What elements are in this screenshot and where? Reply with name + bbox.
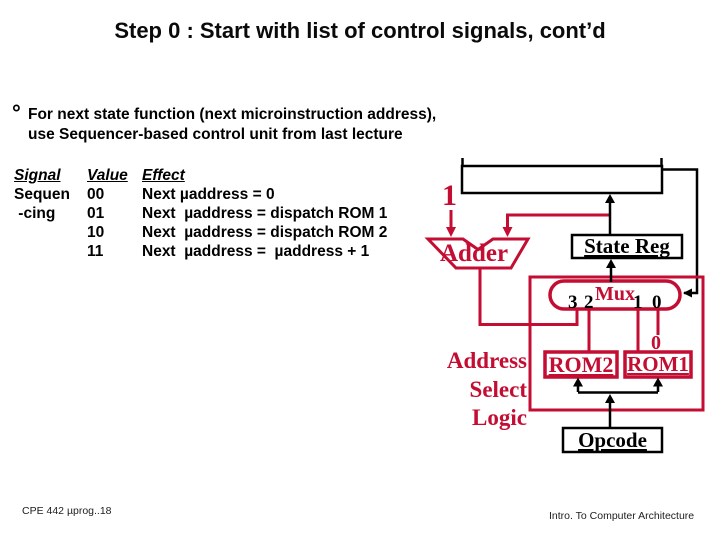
bullet-line-2: use Sequencer-based control unit from la… bbox=[28, 126, 403, 143]
header-effect: Effect bbox=[142, 167, 185, 184]
adder-label: Adder bbox=[440, 240, 509, 267]
signal-table: Signal Value Effect Sequen 00 Next µaddr… bbox=[14, 167, 387, 262]
bullet-line-1: For next state function (next microinstr… bbox=[28, 106, 437, 123]
page-title: Step 0 : Start with list of control sign… bbox=[114, 18, 606, 43]
arrowhead-opcode bbox=[605, 394, 615, 403]
wire-memory-to-mux bbox=[662, 168, 699, 295]
cell-value: 01 bbox=[87, 205, 105, 222]
wire-adder-to-mux bbox=[478, 268, 579, 326]
bullet-icon: ° bbox=[12, 100, 21, 125]
address-select-logic-box bbox=[528, 275, 705, 412]
cell-value: 00 bbox=[87, 186, 105, 203]
cell-value: 10 bbox=[87, 224, 105, 241]
arrowhead-into-statereg bbox=[606, 259, 616, 268]
footer-right-label: Intro. To Computer Architecture bbox=[549, 510, 695, 522]
mux-label: Mux bbox=[595, 283, 635, 305]
mux-input-2-label: 2 bbox=[584, 292, 594, 313]
address-select-logic-label: Address Select Logic bbox=[418, 347, 527, 433]
opcode-label: Opcode bbox=[578, 428, 647, 452]
cell-signal: Sequen bbox=[14, 186, 70, 203]
state-reg-box bbox=[570, 233, 684, 260]
table-row: 10 Next µaddress = dispatch ROM 2 bbox=[14, 224, 387, 243]
table-header-row: Signal Value Effect bbox=[14, 167, 387, 186]
table-row: -cing 01 Next µaddress = dispatch ROM 1 bbox=[14, 205, 387, 224]
state-reg-label: State Reg bbox=[584, 233, 670, 258]
cell-effect: Next µaddress = µaddress + 1 bbox=[142, 243, 370, 260]
arrowhead-into-rom2 bbox=[573, 377, 583, 387]
rom2-box bbox=[543, 350, 619, 379]
rom1-box bbox=[623, 350, 693, 379]
rom1-label: ROM1 bbox=[627, 352, 689, 376]
micro-memory-box bbox=[460, 164, 664, 195]
wire-statereg-to-adder bbox=[506, 213, 609, 228]
arrowhead-into-mux-right bbox=[683, 288, 692, 298]
arrowhead-into-rom1 bbox=[653, 377, 663, 387]
rom2-label: ROM2 bbox=[548, 351, 614, 377]
mux-input-3-label: 3 bbox=[568, 292, 578, 313]
micro-memory-box-ticks bbox=[461, 158, 663, 166]
adder-shape bbox=[424, 237, 531, 270]
cell-effect: Next µaddress = dispatch ROM 2 bbox=[142, 224, 388, 241]
header-signal: Signal bbox=[14, 167, 61, 184]
asl-line-3: Logic bbox=[472, 405, 527, 430]
cell-effect: Next µaddress = 0 bbox=[142, 186, 275, 203]
asl-line-1: Address bbox=[446, 348, 527, 373]
arrowhead-statereg-feedback bbox=[502, 227, 513, 237]
bullet-text: For next state function (next microinstr… bbox=[28, 105, 436, 145]
asl-line-2: Select bbox=[469, 376, 527, 402]
arrowhead-one bbox=[446, 227, 456, 237]
const-zero-label: 0 bbox=[651, 332, 661, 354]
cell-value: 11 bbox=[87, 243, 104, 260]
mux-shape bbox=[548, 279, 682, 311]
arrowhead-into-memory bbox=[605, 194, 615, 203]
cell-effect: Next µaddress = dispatch ROM 1 bbox=[142, 205, 388, 222]
opcode-box bbox=[561, 426, 664, 454]
footer-course-label: CPE 442 µprog..18 bbox=[22, 505, 112, 517]
table-row: 11 Next µaddress = µaddress + 1 bbox=[14, 243, 387, 262]
header-value: Value bbox=[87, 167, 128, 184]
const-one-label: 1 bbox=[442, 179, 457, 212]
mux-input-0-label: 0 bbox=[652, 292, 662, 313]
table-row: Sequen 00 Next µaddress = 0 bbox=[14, 186, 387, 205]
cell-signal: -cing bbox=[14, 205, 56, 222]
mux-input-1-label: 1 bbox=[633, 292, 643, 313]
